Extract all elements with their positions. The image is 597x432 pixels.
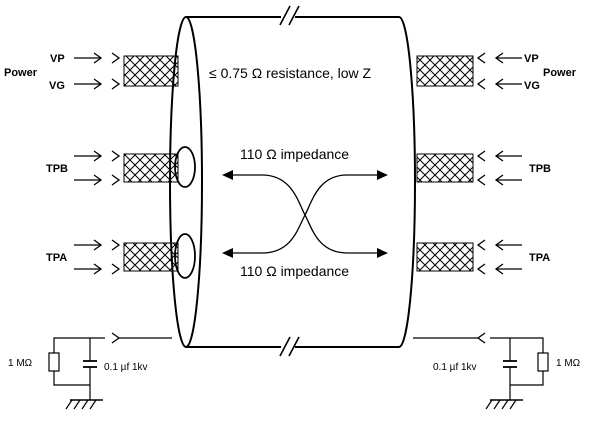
label-vp-right: VP	[524, 53, 539, 65]
label-tpa-left: TPA	[46, 252, 67, 264]
arrowhead-bottom-right	[377, 248, 388, 258]
top-break-mark-1	[279, 5, 291, 26]
cable-body	[169, 5, 416, 357]
label-resistance: ≤ 0.75 Ω resistance, low Z	[209, 65, 372, 81]
shield-connectors	[111, 332, 486, 344]
label-capacitor-right: 0.1 µf 1kv	[433, 362, 477, 373]
crossover-path-2	[232, 174, 378, 254]
right-power-braid	[416, 55, 474, 87]
bottom-break-mark-1	[279, 336, 291, 357]
right-tpb-braid	[416, 153, 474, 183]
top-break-mark-2	[288, 5, 300, 26]
label-tpb-right: TPB	[529, 163, 551, 175]
label-vg-left: VG	[49, 80, 65, 92]
right-resistor	[537, 352, 549, 372]
left-rc-circuit	[48, 337, 105, 410]
bottom-break-mark-2	[288, 336, 300, 357]
label-power-left: Power	[4, 67, 38, 79]
shield-arrow-left	[111, 332, 121, 344]
label-vg-right: VG	[524, 80, 540, 92]
label-impedance-bottom: 110 Ω impedance	[240, 263, 349, 279]
left-resistor	[48, 352, 60, 372]
right-rc-circuit	[485, 337, 549, 410]
label-impedance-top: 110 Ω impedance	[240, 146, 349, 162]
shield-arrow-right	[476, 332, 486, 344]
left-arrows	[74, 52, 121, 275]
left-braids	[123, 55, 179, 272]
label-resistor-right: 1 MΩ	[556, 358, 581, 369]
label-capacitor-left: 0.1 µf 1kv	[104, 362, 148, 373]
label-tpa-right: TPA	[529, 252, 550, 264]
label-vp-left: VP	[50, 53, 65, 65]
left-tpa-braid	[123, 242, 179, 272]
left-power-braid	[123, 55, 179, 87]
cable-right-end	[398, 16, 416, 348]
left-tpb-braid	[123, 153, 179, 183]
label-tpb-left: TPB	[46, 163, 68, 175]
right-arrows	[476, 52, 522, 275]
crossover-arrowheads	[222, 170, 388, 258]
arrowhead-top-right	[377, 170, 388, 180]
right-tpa-braid	[416, 242, 474, 272]
label-power-right: Power	[543, 67, 577, 79]
twisted-pair-ends	[174, 146, 196, 279]
label-resistor-left: 1 MΩ	[8, 358, 33, 369]
arrowhead-top-left	[222, 170, 233, 180]
right-braids	[416, 55, 474, 272]
crossover	[232, 174, 378, 254]
labels: Power VP VG VP VG Power TPB TPA TPB TPA …	[4, 53, 581, 373]
arrowhead-bottom-left	[222, 248, 233, 258]
